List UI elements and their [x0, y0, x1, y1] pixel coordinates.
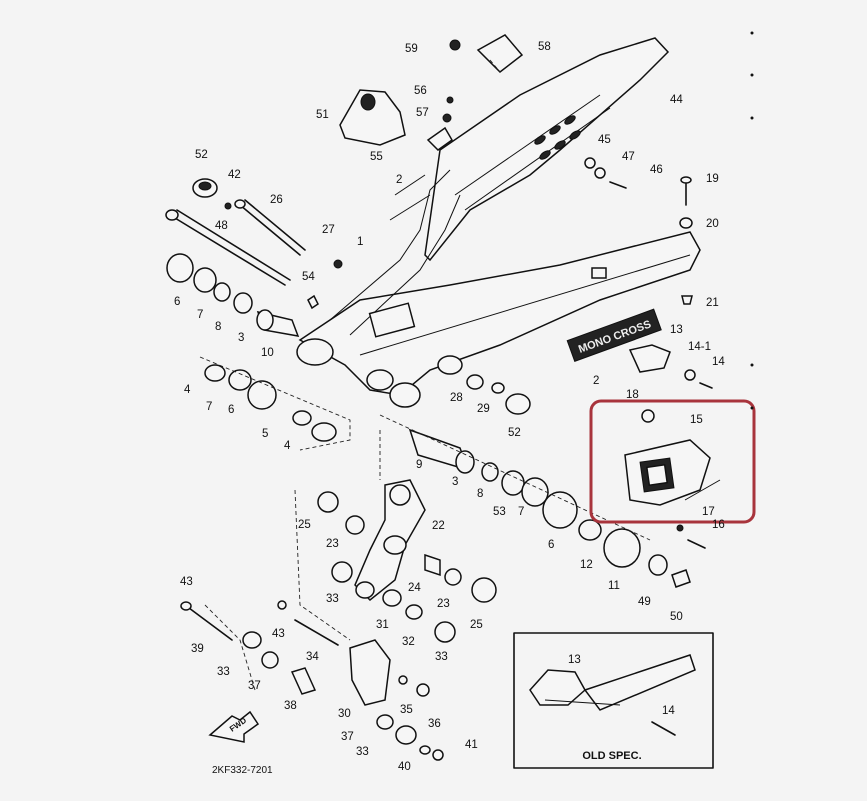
front-arrow-icon: FWD — [208, 710, 260, 743]
part-label: 30 — [338, 708, 351, 720]
part-label: 42 — [228, 169, 241, 181]
part-label: 37 — [248, 680, 261, 692]
left-lower-bushings — [199, 356, 351, 451]
part-label: 37 — [341, 731, 354, 743]
part-label: 10 — [261, 347, 274, 359]
highlight-box — [589, 399, 756, 524]
part-label: 18 — [626, 389, 639, 401]
part-label: 48 — [215, 220, 228, 232]
part-label: 50 — [670, 611, 683, 623]
lower-linkage — [180, 600, 444, 761]
part-label: 40 — [398, 761, 411, 773]
part-label: 23 — [326, 538, 339, 550]
part-label: 8 — [477, 488, 483, 500]
part-label: 49 — [638, 596, 651, 608]
part-label: 7 — [206, 401, 212, 413]
part-label: 39 — [191, 643, 204, 655]
part-label: 16 — [712, 519, 725, 531]
part-label: 51 — [316, 109, 329, 121]
part-label: 21 — [706, 297, 719, 309]
part-label: 7 — [197, 309, 203, 321]
pivot-shafts — [165, 178, 306, 286]
part-label: 14-1 — [688, 341, 711, 353]
old-spec-label: OLD SPEC. — [582, 750, 641, 762]
part-label: 34 — [306, 651, 319, 663]
figure-code: 2KF332-7201 — [212, 765, 273, 776]
part-label: 41 — [465, 739, 478, 751]
part-label: 27 — [322, 224, 335, 236]
chain-guard — [424, 37, 670, 262]
top-bracket-51 — [339, 89, 406, 146]
part-label: 43 — [272, 628, 285, 640]
part-label: 57 — [416, 107, 429, 119]
part-label: 23 — [437, 598, 450, 610]
part-label: 4 — [184, 384, 191, 396]
part-label: 29 — [477, 403, 490, 415]
part-label: 3 — [452, 476, 458, 488]
part-label: 15 — [690, 414, 703, 426]
part-label: 35 — [400, 704, 413, 716]
part-label: 19 — [706, 173, 719, 185]
part-label: 7 — [518, 506, 524, 518]
part-label: 20 — [706, 218, 719, 230]
part-label: 59 — [405, 43, 418, 55]
part-label: 33 — [356, 746, 369, 758]
part-label: 52 — [508, 427, 521, 439]
part-label: 33 — [217, 666, 230, 678]
part-label: 2 — [593, 375, 599, 387]
part-label: 38 — [284, 700, 297, 712]
part-label: 13 — [670, 324, 683, 336]
chain-slider-15 — [624, 439, 721, 549]
center-bearings — [379, 374, 691, 588]
right-small-parts — [584, 157, 713, 423]
part-label: 8 — [215, 321, 221, 333]
part-label: 28 — [450, 392, 463, 404]
upper-parts — [389, 34, 524, 221]
part-label: 6 — [548, 539, 554, 551]
part-label: 31 — [376, 619, 389, 631]
part-label: 22 — [432, 520, 445, 532]
part-label: 43 — [180, 576, 193, 588]
part-label: 44 — [670, 94, 683, 106]
part-label: 54 — [302, 271, 315, 283]
part-label: 56 — [414, 85, 427, 97]
part-label: 3 — [238, 332, 244, 344]
part-number-labels: 59 58 56 57 51 55 44 45 47 46 19 20 21 5… — [174, 41, 725, 773]
part-label: 33 — [435, 651, 448, 663]
part-label: 33 — [326, 593, 339, 605]
part-label: 36 — [428, 718, 441, 730]
part-label: 52 — [195, 149, 208, 161]
part-label: 47 — [622, 151, 635, 163]
old-spec-inset: OLD SPEC. — [513, 632, 714, 769]
left-bushings — [166, 253, 343, 337]
part-label: 25 — [470, 619, 483, 631]
part-label: 2 — [396, 174, 402, 186]
part-label: 55 — [370, 151, 383, 163]
part-label: 53 — [493, 506, 506, 518]
part-label: 5 — [262, 428, 268, 440]
part-label: 12 — [580, 559, 593, 571]
part-label: 1 — [357, 236, 363, 248]
part-label: 4 — [284, 440, 291, 452]
margin-marks — [750, 31, 754, 410]
linkage-arm — [294, 430, 497, 643]
part-label: 25 — [298, 519, 311, 531]
part-label: 14 — [712, 356, 725, 368]
part-label: 6 — [174, 296, 180, 308]
part-label: 32 — [402, 636, 415, 648]
part-label: 11 — [608, 580, 620, 592]
part-label: 45 — [598, 134, 611, 146]
part-label: 26 — [270, 194, 283, 206]
part-label: 58 — [538, 41, 551, 53]
part-label: 17 — [702, 506, 715, 518]
part-label: 14 — [662, 705, 675, 717]
part-label: 6 — [228, 404, 234, 416]
part-label: 9 — [416, 459, 422, 471]
part-label: 24 — [408, 582, 421, 594]
part-label: 46 — [650, 164, 663, 176]
part-label: 13 — [568, 654, 581, 666]
